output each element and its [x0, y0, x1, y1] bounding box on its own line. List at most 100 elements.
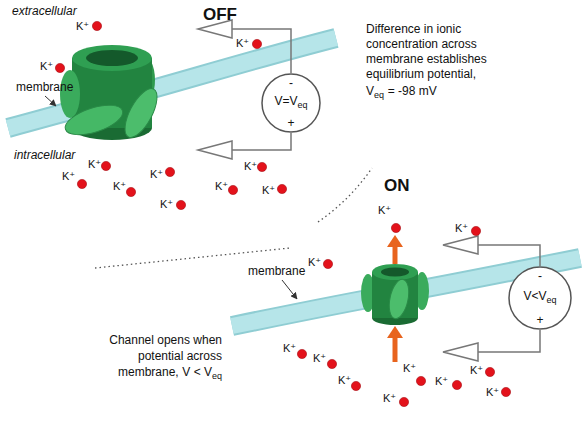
potassium-ion — [92, 21, 101, 30]
potassium-ion — [471, 226, 480, 235]
ion-label: K⁺ — [150, 168, 163, 180]
potential-value: eq — [374, 90, 384, 100]
voltmeter-wire-part — [232, 29, 291, 73]
open-channel — [361, 264, 429, 325]
potassium-ion — [176, 200, 185, 209]
note-text: eq — [212, 371, 222, 381]
ion-flow-arrow-part — [393, 245, 398, 264]
voltmeter-reading: + — [536, 313, 543, 327]
state-heading: OFF — [203, 5, 237, 24]
ion-label: K⁺ — [308, 256, 321, 268]
voltmeter-reading: V<Veq — [523, 289, 556, 307]
state-heading-group: ON — [384, 176, 410, 196]
ion-label: K⁺ — [88, 158, 101, 170]
potassium-ion — [228, 185, 237, 194]
voltmeter-circle: - V=Veq + — [261, 73, 321, 133]
part-label-group: membrane — [16, 80, 73, 95]
potassium-ion — [257, 162, 266, 171]
divider-line — [95, 168, 372, 268]
ion-flow-arrow-part — [387, 235, 403, 247]
voltmeter-label: eq — [547, 295, 557, 305]
open-channel-part — [372, 264, 418, 280]
ion-label-group: K⁺ — [236, 37, 249, 50]
ion-label: K⁺ — [338, 374, 351, 386]
note-text: V < V — [182, 365, 212, 379]
closed-channel-part — [62, 99, 126, 140]
ion-label: K⁺ — [113, 180, 126, 192]
closed-channel-part — [72, 45, 152, 71]
ion-label-group: K⁺ — [383, 392, 396, 405]
closed-channel-part — [60, 70, 80, 118]
ion-label-group: K⁺ — [262, 184, 275, 197]
voltmeter-label: - — [289, 76, 293, 90]
closed-channel-part — [119, 84, 164, 142]
ion-label-group: K⁺ — [76, 20, 89, 33]
ion-label: K⁺ — [40, 60, 53, 72]
voltmeter-wire-part — [443, 236, 478, 254]
ion-label-group: K⁺ — [378, 204, 391, 217]
open-channel-part — [381, 268, 409, 277]
ion-label: K⁺ — [383, 392, 396, 404]
voltmeter-reading: + — [287, 116, 294, 130]
voltmeter-label: V<V — [523, 289, 546, 303]
potential-value: = -98 mV — [388, 84, 437, 98]
ion-label-group: K⁺ — [62, 170, 75, 183]
voltmeter-wire-part — [232, 133, 291, 150]
voltmeter-reading: - — [289, 76, 293, 90]
divider-line-part — [318, 168, 372, 222]
state-heading-group: OFF — [203, 5, 237, 25]
ion-label-group: K⁺ — [160, 198, 173, 211]
ion-label-group: K⁺ — [88, 158, 101, 171]
voltmeter-circle: - V<Veq + — [508, 266, 572, 330]
ion-flow-arrow — [387, 235, 403, 362]
voltmeter-wire-part — [478, 330, 540, 352]
closed-channel-part — [86, 50, 138, 66]
voltmeter-reading: - — [538, 269, 542, 283]
potassium-ion — [101, 161, 110, 170]
potassium-ion — [399, 397, 408, 406]
ion-label-group: K⁺ — [40, 60, 53, 73]
ion-label: K⁺ — [262, 184, 275, 196]
potential-value-group: Veq = -98 mV — [366, 84, 437, 103]
potassium-ion — [485, 367, 494, 376]
potassium-ion — [351, 381, 360, 390]
ion-label: K⁺ — [76, 20, 89, 32]
note-text-group: Difference in ionic concentration across… — [366, 22, 516, 82]
region-label: extracellular — [12, 4, 77, 18]
potential-value: V — [366, 84, 374, 98]
potassium-ion — [77, 179, 86, 188]
voltmeter-label: - — [538, 269, 542, 283]
voltmeter-label: eq — [298, 100, 308, 110]
voltmeter-ring — [509, 267, 571, 329]
ion-label-group: K⁺ — [403, 362, 416, 375]
potassium-ion — [391, 223, 400, 232]
potassium-ion — [327, 359, 336, 368]
ion-dots — [55, 21, 510, 406]
leader-line-part — [45, 96, 56, 106]
voltmeter-text: - V<Veq + — [508, 266, 572, 330]
potassium-ion — [126, 187, 135, 196]
part-label-group: membrane — [248, 264, 305, 279]
potassium-ion — [165, 167, 174, 176]
ion-label-group: K⁺ — [338, 374, 351, 387]
ion-label: K⁺ — [435, 375, 448, 387]
ion-label: K⁺ — [215, 180, 228, 192]
voltmeter-reading: V=Veq — [274, 94, 307, 112]
ion-label-group: K⁺ — [308, 256, 321, 269]
potassium-ion — [297, 349, 306, 358]
ion-label: K⁺ — [403, 362, 416, 374]
potassium-ion — [452, 380, 461, 389]
voltmeter-wire-part — [198, 141, 232, 159]
voltmeter-ring — [262, 74, 320, 132]
ion-label-group: K⁺ — [150, 168, 163, 181]
ion-label-group: K⁺ — [435, 375, 448, 388]
ion-label: K⁺ — [283, 342, 296, 354]
potassium-ion — [55, 63, 64, 72]
leader-line-part — [282, 280, 297, 299]
closed-channel — [60, 45, 163, 142]
note-text: Difference in ionic concentration across… — [366, 22, 487, 81]
ion-label-group: K⁺ — [313, 352, 326, 365]
region-label-group: extracellular — [12, 4, 77, 19]
